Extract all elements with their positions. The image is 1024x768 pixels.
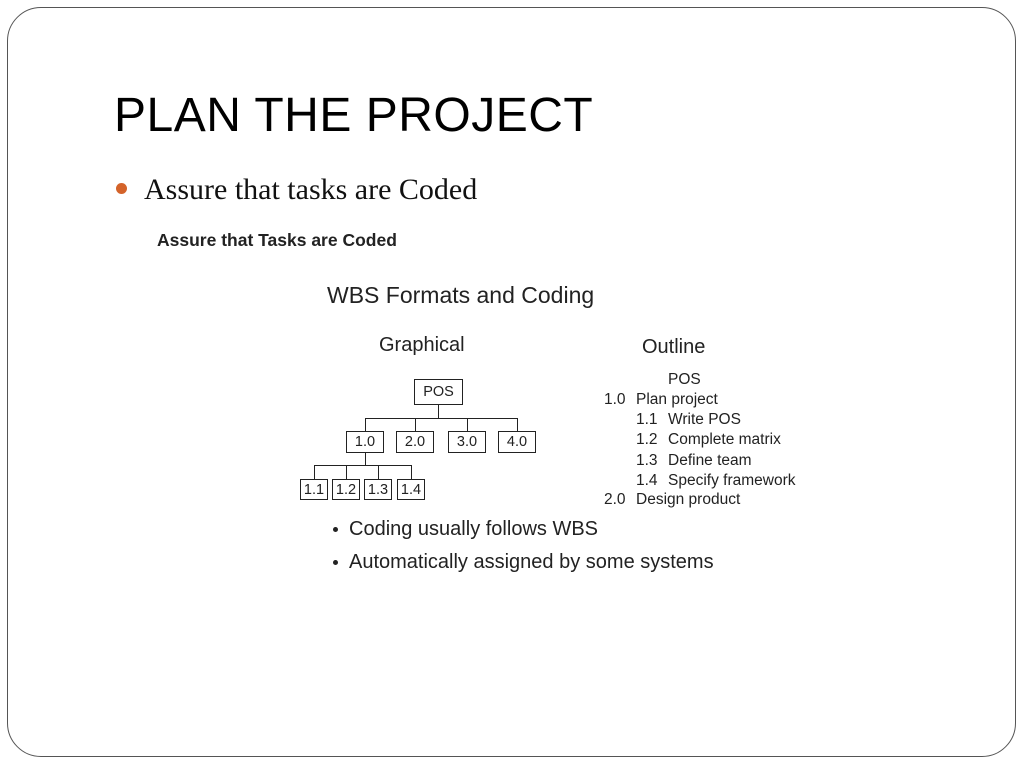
outline-item: 1.2 Complete matrix xyxy=(636,431,781,449)
connector-line xyxy=(438,405,440,419)
outline-heading: Outline xyxy=(642,336,706,358)
figure-title: WBS Formats and Coding xyxy=(327,282,595,308)
figure-bullet-text: Coding usually follows WBS xyxy=(349,518,598,540)
bullet-dot-icon xyxy=(333,560,338,565)
wbs-level2-box: 1.2 xyxy=(332,479,360,500)
figure-bullet: Coding usually follows WBS xyxy=(333,518,598,541)
slide-bullet-text: Assure that tasks are Coded xyxy=(144,173,478,206)
wbs-root-box: POS xyxy=(414,379,463,405)
outline-item-label: Write POS xyxy=(668,411,741,428)
outline-root: POS xyxy=(668,371,701,388)
connector-line xyxy=(346,465,348,479)
wbs-level2-box: 1.1 xyxy=(300,479,328,500)
connector-line xyxy=(314,465,316,479)
outline-item-code: 1.4 xyxy=(636,472,658,489)
wbs-level2-box: 1.4 xyxy=(397,479,425,500)
outline-item-code: 1.0 xyxy=(604,391,626,408)
graphical-heading: Graphical xyxy=(379,334,465,356)
connector-line xyxy=(467,418,469,431)
outline-item: 1.3 Define team xyxy=(636,452,752,470)
outline-item-label: Design product xyxy=(636,491,741,508)
outline-item-code: 1.1 xyxy=(636,411,658,428)
bullet-dot-icon xyxy=(333,527,338,532)
outline-item-code: 1.2 xyxy=(636,431,658,448)
outline-item-code: 1.3 xyxy=(636,452,658,469)
connector-line xyxy=(378,465,380,479)
outline-item: 2.0 Design product xyxy=(604,491,740,509)
figure-heading: Assure that Tasks are Coded xyxy=(157,230,397,250)
figure-bullet-text: Automatically assigned by some systems xyxy=(349,551,714,573)
wbs-level1-box: 1.0 xyxy=(346,431,384,453)
slide-title: PLAN THE PROJECT xyxy=(114,89,594,142)
outline-item-label: Complete matrix xyxy=(668,431,781,448)
outline-item: 1.4 Specify framework xyxy=(636,472,795,490)
connector-line xyxy=(366,418,517,420)
connector-line xyxy=(365,453,367,465)
wbs-level2-box: 1.3 xyxy=(364,479,392,500)
connector-line xyxy=(517,418,519,431)
connector-line xyxy=(415,418,417,431)
outline-item-label: Specify framework xyxy=(668,472,796,489)
connector-line xyxy=(365,418,367,431)
outline-item-label: Plan project xyxy=(636,391,718,408)
wbs-level1-box: 2.0 xyxy=(396,431,434,453)
bullet-dot-icon xyxy=(116,182,127,194)
wbs-level1-box: 3.0 xyxy=(448,431,486,453)
outline-item-code: 2.0 xyxy=(604,491,626,508)
figure-bullet: Automatically assigned by some systems xyxy=(333,551,714,574)
outline-item: 1.0 Plan project xyxy=(604,391,718,409)
slide-frame xyxy=(7,7,1016,757)
outline-item: 1.1 Write POS xyxy=(636,411,741,429)
wbs-level1-box: 4.0 xyxy=(498,431,536,453)
slide-bullet: Assure that tasks are Coded xyxy=(116,170,477,210)
connector-line xyxy=(314,465,412,467)
outline-item-label: Define team xyxy=(668,452,752,469)
connector-line xyxy=(411,465,413,479)
